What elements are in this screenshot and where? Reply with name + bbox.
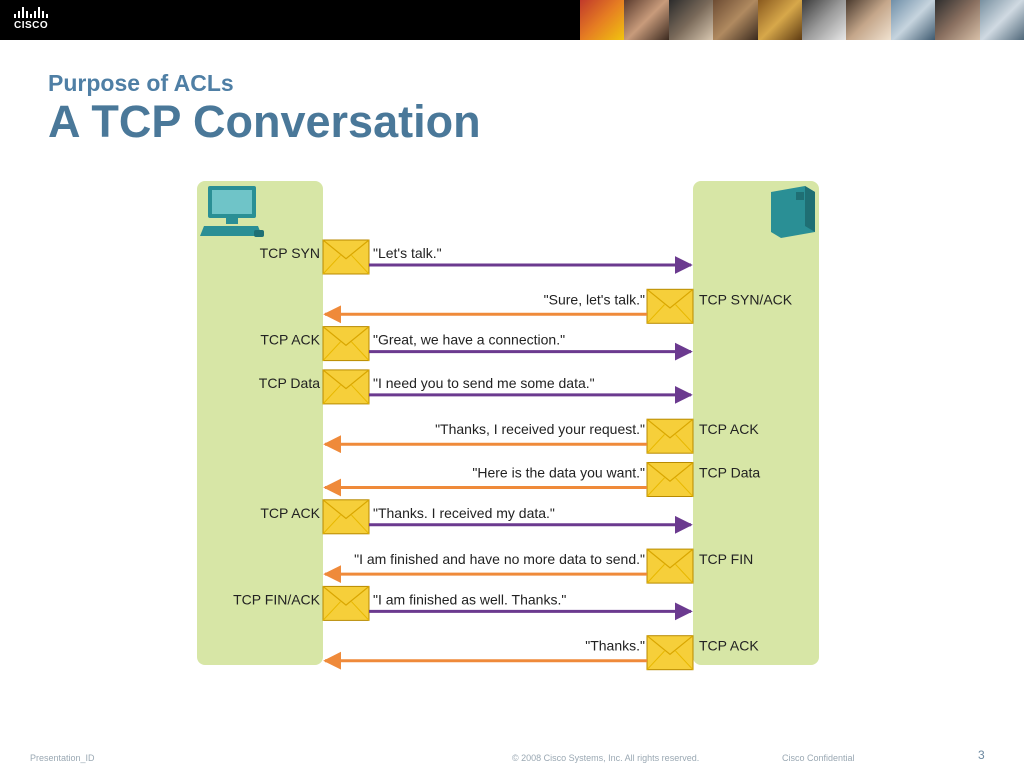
message-text: "I am finished as well. Thanks." [373, 591, 566, 607]
slide-subtitle: Purpose of ACLs [48, 70, 234, 96]
segment-label: TCP ACK [260, 332, 320, 348]
cisco-logo: CISCO [14, 6, 64, 34]
message-row: TCP FIN/ACK "I am finished as well. Thank… [233, 585, 693, 621]
cisco-logo-bars [14, 6, 64, 18]
message-row: TCP SYN/ACK "Sure, let's talk." [323, 288, 793, 324]
computer-icon [200, 186, 264, 237]
segment-label: TCP ACK [699, 638, 759, 654]
segment-label: TCP SYN [260, 245, 320, 261]
segment-label: TCP Data [259, 375, 320, 391]
cisco-logo-text: CISCO [14, 20, 49, 31]
message-row: TCP ACK "Great, we have a connection." [260, 326, 693, 362]
client-lane [197, 181, 323, 665]
segment-label: TCP FIN [699, 551, 753, 567]
message-row: TCP ACK "Thanks. I received my data." [260, 499, 693, 535]
segment-label: TCP ACK [260, 505, 320, 521]
segment-label: TCP SYN/ACK [699, 291, 793, 307]
message-row: TCP Data "Here is the data you want." [323, 462, 760, 497]
server-lane [693, 181, 819, 665]
message-text: "Thanks." [585, 638, 645, 654]
header-bar: CISCO [0, 0, 1024, 40]
message-text: "Let's talk." [373, 245, 442, 261]
message-text: "Thanks, I received your request." [435, 421, 645, 437]
message-text: "Sure, let's talk." [544, 291, 645, 307]
message-text: "Here is the data you want." [472, 465, 645, 481]
message-row: TCP Data "I need you to send me some data… [259, 369, 693, 405]
message-row: TCP SYN "Let's talk." [260, 239, 693, 275]
segment-label: TCP Data [699, 465, 760, 481]
envelope-icon [322, 585, 370, 621]
envelope-icon [322, 369, 370, 405]
envelope-icon [646, 288, 694, 324]
envelope-icon [646, 418, 694, 454]
envelope-icon [646, 462, 694, 497]
message-row: TCP FIN "I am finished and have no more d… [323, 548, 753, 584]
slide-title: A TCP Conversation [48, 96, 481, 147]
server-icon [771, 186, 815, 238]
envelope-icon [322, 499, 370, 535]
message-text: "Great, we have a connection." [373, 332, 565, 348]
footer-confidential: Cisco Confidential [782, 753, 855, 763]
footer-copyright: © 2008 Cisco Systems, Inc. All rights re… [512, 753, 700, 763]
message-text: "I am finished and have no more data to … [354, 551, 645, 567]
envelope-icon [322, 239, 370, 275]
message-text: "Thanks. I received my data." [373, 505, 555, 521]
segment-label: TCP FIN/ACK [233, 591, 321, 607]
envelope-icon [646, 548, 694, 584]
segment-label: TCP ACK [699, 421, 759, 437]
envelope-icon [646, 635, 694, 671]
message-row: TCP ACK "Thanks." [323, 635, 759, 671]
message-text: "I need you to send me some data." [373, 375, 595, 391]
message-row: TCP ACK "Thanks, I received your request.… [323, 418, 759, 454]
footer-page-number: 3 [978, 748, 985, 762]
envelope-icon [322, 326, 370, 362]
header-photo-strip [580, 0, 1024, 40]
footer-presentation-id: Presentation_ID [30, 753, 95, 763]
